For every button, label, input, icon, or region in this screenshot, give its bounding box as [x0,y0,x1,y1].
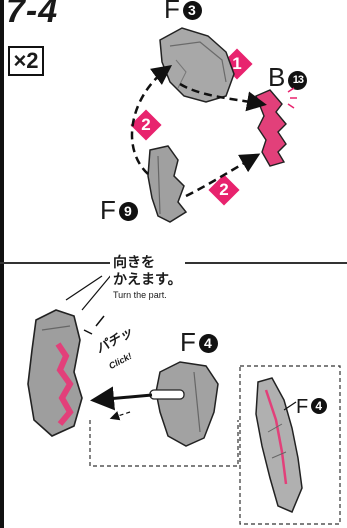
part-assembled-left [28,310,82,436]
part-f4-shape [150,362,218,446]
note-jp-line1: 向きを [113,255,182,272]
part-f9-shape [148,146,186,222]
part-b13-shape [256,88,297,166]
part-f4-detail [256,378,302,512]
note-jp-line2: かえます。 [113,272,182,289]
note-en: Turn the part. [113,290,182,300]
turn-note: 向きを かえます。 Turn the part. [110,255,185,300]
